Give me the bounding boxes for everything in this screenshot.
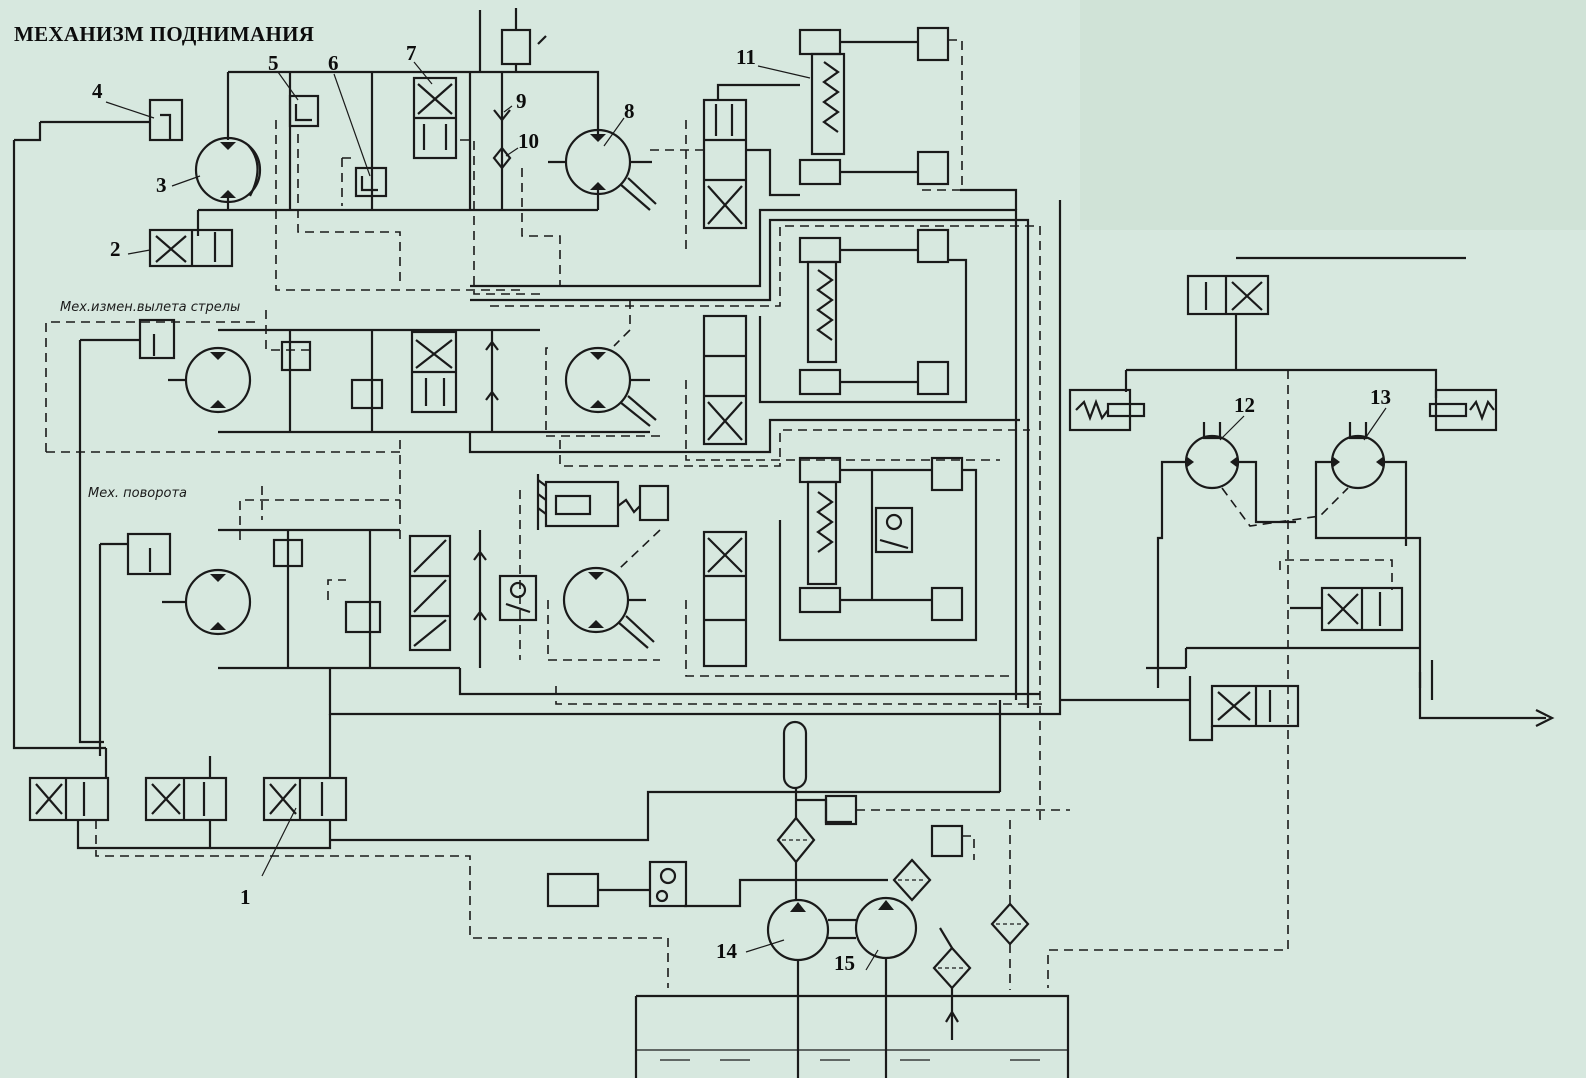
callout-6: 6 — [328, 51, 339, 75]
variable-pump-8 — [548, 128, 657, 211]
shuttle-valve-brake — [874, 506, 914, 554]
callout-3: 3 — [156, 173, 167, 197]
limit-switch-slewing-b — [930, 586, 964, 622]
shuttle-valve-slewing — [498, 574, 538, 622]
callout-4: 4 — [92, 79, 103, 103]
callout-8: 8 — [624, 99, 635, 123]
callout-9: 9 — [516, 89, 527, 113]
relief-valve-station-a — [824, 794, 858, 826]
drain-tank-boom — [138, 318, 176, 360]
main-pump-14 — [766, 898, 830, 962]
callouts-group: 1 2 3 4 5 6 7 8 9 10 11 12 13 1 — [92, 41, 1391, 975]
directional-valve-right-low — [1210, 684, 1300, 728]
limit-switch-top-b — [916, 150, 950, 186]
distributor-valve-upper — [702, 98, 748, 230]
section-label-boom: Мех.измен.вылета стрелы — [60, 300, 241, 315]
control-valve-slewing — [408, 534, 452, 652]
control-valve-bank-1 — [28, 776, 348, 822]
callout-14: 14 — [716, 939, 738, 963]
drain-tank-4 — [148, 98, 184, 142]
relief-valve-5 — [288, 94, 320, 128]
servo-cylinder-slewing — [536, 474, 670, 530]
right-circuit-group — [1047, 256, 1555, 988]
lifting-mechanism-group — [12, 8, 963, 750]
relief-valve-slewing — [272, 538, 304, 568]
spring-cylinder-left — [1068, 388, 1146, 432]
boom-mechanism-group — [45, 228, 1000, 744]
distributor-valve-boom — [702, 314, 748, 446]
limit-switch-slewing-a — [930, 456, 964, 492]
electric-motor-box — [546, 872, 600, 908]
pressure-valve-boom — [350, 378, 384, 410]
limit-switch-top-a — [916, 26, 950, 62]
filter-right — [892, 858, 932, 902]
pump-station-group — [546, 720, 1070, 1078]
pressure-valve-6 — [354, 166, 388, 198]
hydraulic-motor-12 — [1184, 422, 1240, 490]
relief-valve-boom — [280, 340, 312, 372]
distributor-valve-slewing — [702, 530, 748, 668]
drain-tank-slewing — [126, 532, 172, 576]
control-valve-boom — [410, 330, 458, 414]
brake-cylinder-boom — [798, 236, 842, 396]
callout-11: 11 — [736, 45, 756, 69]
control-valve-7 — [412, 76, 458, 160]
directional-valve-right-mid — [1320, 586, 1404, 632]
variable-pump-slewing — [562, 566, 655, 649]
top-pressure-sensor — [500, 8, 547, 72]
callout-12: 12 — [1234, 393, 1255, 417]
hydraulic-motor-13 — [1330, 422, 1386, 490]
pressure-valve-slewing — [344, 600, 382, 634]
directional-valve-right-top — [1186, 274, 1270, 316]
callout-7: 7 — [406, 41, 417, 65]
callout-5: 5 — [268, 51, 279, 75]
limit-switch-boom-b — [916, 360, 950, 396]
brake-cylinder-11 — [798, 28, 846, 186]
hydraulic-motor-3 — [194, 136, 262, 204]
section-label-slewing: Мех. поворота — [88, 486, 187, 501]
callout-10: 10 — [518, 129, 539, 153]
hydraulic-motor-boom — [168, 346, 252, 414]
callout-13: 13 — [1370, 385, 1391, 409]
brake-cylinder-slewing — [798, 456, 842, 614]
main-pump-15 — [854, 896, 918, 960]
directional-valve-2 — [148, 228, 234, 268]
check-valve-9 — [493, 109, 511, 122]
filter-suction — [932, 946, 972, 990]
shuttle-valve-station — [648, 860, 688, 908]
relief-valve-station-b — [930, 824, 964, 858]
filter-upper — [776, 816, 816, 864]
diagram-title: МЕХАНИЗМ ПОДНИМАНИЯ — [14, 22, 315, 46]
slewing-mechanism-group — [98, 456, 1010, 756]
spring-cylinder-right — [1428, 388, 1498, 432]
limit-switch-boom-a — [916, 228, 950, 264]
callout-15: 15 — [834, 951, 855, 975]
accumulator — [782, 720, 808, 790]
filter-return — [990, 902, 1030, 946]
hydraulic-motor-slewing — [162, 568, 252, 636]
callout-1: 1 — [240, 885, 251, 909]
hydraulic-tank — [634, 994, 1070, 1078]
callout-2: 2 — [110, 237, 121, 261]
variable-pump-boom — [564, 346, 657, 427]
